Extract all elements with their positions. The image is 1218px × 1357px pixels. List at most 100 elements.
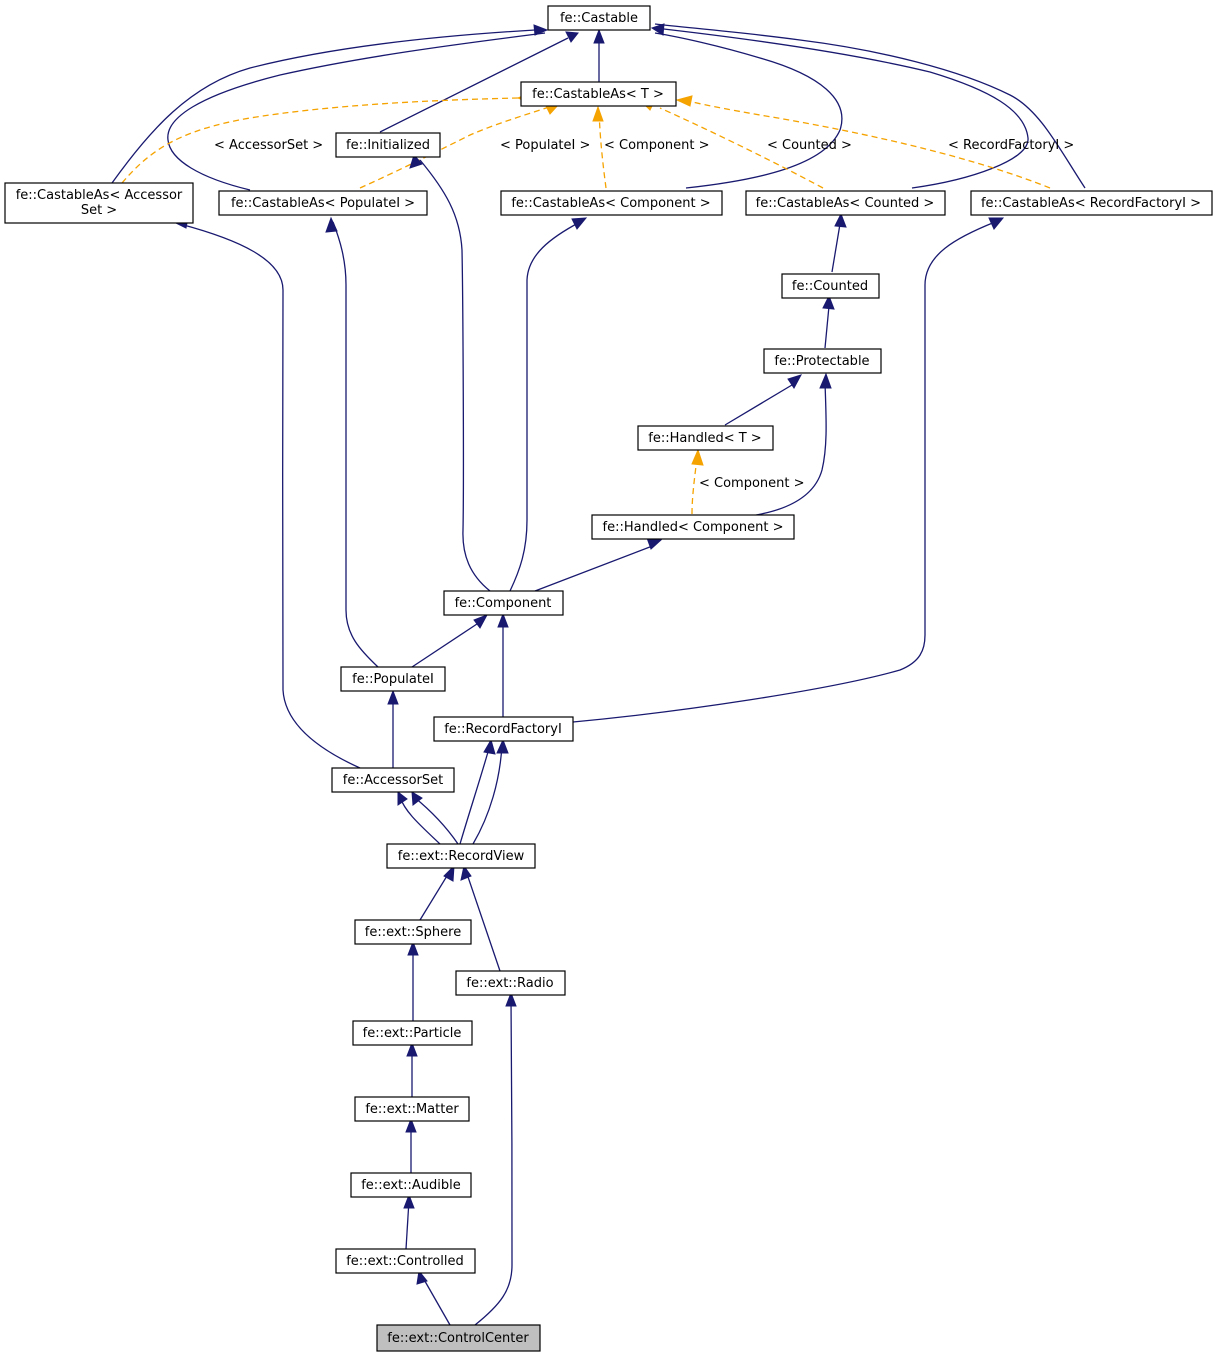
edge-castable-as-accessor-set-to-castable (111, 29, 536, 184)
node-control-center[interactable]: fe::ext::ControlCenter (376, 1324, 541, 1352)
arrowhead (988, 217, 1005, 230)
node-label: fe::Protectable (774, 354, 869, 369)
edge-initialized-to-castable (379, 37, 569, 133)
node-label: fe::CastableAs< T > (532, 87, 664, 102)
node-label: fe::ext::Audible (361, 1178, 461, 1193)
edge-label-accessor-set: < AccessorSet > (214, 138, 323, 153)
node-label: fe::Handled< Component > (603, 520, 784, 535)
edge-template-counted (659, 107, 824, 189)
arrowhead (407, 940, 419, 956)
edge-populate-i-to-castable-as-populate-i (332, 221, 379, 668)
node-castable-as-t[interactable]: fe::CastableAs< T > (520, 81, 677, 107)
arrowhead (443, 864, 455, 882)
edge-handled-component-to-handled-t (691, 457, 698, 515)
node-label: fe::Component (455, 596, 552, 611)
edge-handled-t-to-protectable (724, 381, 798, 426)
node-handled-component[interactable]: fe::Handled< Component > (591, 514, 795, 540)
edge-component-to-handled-component (534, 544, 656, 592)
node-audible[interactable]: fe::ext::Audible (350, 1172, 472, 1198)
arrowhead-dashed (675, 95, 693, 107)
arrowhead (819, 372, 832, 389)
node-particle[interactable]: fe::ext::Particle (352, 1020, 473, 1046)
edge-label-handled-component: < Component > (699, 476, 805, 491)
node-label: fe::CastableAs< Counted > (756, 196, 935, 211)
node-label: fe::ext::Radio (466, 976, 553, 991)
edge-handled-component-to-protectable (749, 381, 827, 517)
arrowhead (403, 1193, 415, 1209)
node-label: fe::Initialized (346, 138, 430, 153)
edge-template-record-factory-i (683, 99, 1051, 189)
edge-protectable-to-counted (824, 305, 830, 349)
node-label: fe::ext::ControlCenter (387, 1331, 529, 1346)
node-label: fe::AccessorSet (343, 773, 443, 788)
node-label: fe::ext::RecordView (398, 849, 525, 864)
edge-castable-as-counted-to-castable (654, 27, 1029, 189)
edge-record-factory-i-to-castable-as-record-factory-i (572, 221, 996, 723)
arrowhead (406, 1041, 418, 1057)
node-handled-t[interactable]: fe::Handled< T > (637, 425, 774, 451)
node-label: fe::CastableAs< Accessor (16, 188, 183, 203)
arrowhead (533, 24, 549, 36)
arrowhead (505, 991, 517, 1007)
node-label: fe::CastableAs< PopulateI > (231, 196, 415, 211)
arrowhead (397, 790, 408, 806)
node-matter[interactable]: fe::ext::Matter (354, 1096, 470, 1122)
node-counted[interactable]: fe::Counted (781, 273, 880, 299)
edge-component-to-castable-as-component (509, 221, 581, 592)
arrowhead (565, 31, 579, 43)
edge-radio-to-record-view (465, 870, 501, 972)
node-label: fe::ext::Matter (365, 1102, 459, 1117)
arrowhead (387, 689, 399, 705)
edge-populate-i-to-component (411, 619, 484, 668)
edge-castable-as-component-to-castable (654, 32, 843, 189)
node-controlled[interactable]: fe::ext::Controlled (335, 1248, 476, 1274)
edge-labels: < AccessorSet > < PopulateI > < Componen… (214, 138, 1074, 491)
node-castable-as-counted[interactable]: fe::CastableAs< Counted > (745, 190, 946, 216)
node-castable-as-record-factory-i[interactable]: fe::CastableAs< RecordFactoryI > (970, 190, 1213, 216)
node-label: fe::RecordFactoryI (444, 722, 562, 737)
node-label: fe::Handled< T > (648, 431, 761, 446)
edge-component-to-initialized (419, 159, 491, 592)
edge-template-populate-i (359, 104, 556, 189)
arrowhead (822, 294, 835, 310)
node-sphere[interactable]: fe::ext::Sphere (354, 919, 472, 945)
arrowhead (593, 28, 605, 44)
node-radio[interactable]: fe::ext::Radio (455, 970, 566, 996)
edge-castable-as-populate-i-to-castable (167, 32, 546, 191)
arrowhead (650, 23, 665, 36)
arrowhead (483, 738, 496, 755)
edge-label-record-factory-i: < RecordFactoryI > (948, 138, 1074, 153)
node-populate-i[interactable]: fe::PopulateI (340, 666, 446, 692)
node-component[interactable]: fe::Component (443, 590, 564, 616)
node-record-view[interactable]: fe::ext::RecordView (386, 843, 536, 869)
node-castable-as-component[interactable]: fe::CastableAs< Component > (500, 190, 723, 216)
node-label: fe::CastableAs< Component > (511, 196, 710, 211)
edge-label-component: < Component > (604, 138, 710, 153)
node-record-factory-i[interactable]: fe::RecordFactoryI (433, 716, 574, 742)
edge-record-view-to-record-factory-i-1 (459, 744, 491, 845)
edge-counted-to-castable-as-counted (831, 223, 841, 273)
node-protectable[interactable]: fe::Protectable (763, 348, 882, 374)
edge-record-view-to-accessor-set-2 (413, 796, 459, 845)
node-initialized[interactable]: fe::Initialized (335, 132, 441, 158)
edges (111, 23, 1086, 1326)
node-accessor-set[interactable]: fe::AccessorSet (331, 767, 455, 793)
node-label: fe::PopulateI (352, 672, 434, 687)
node-castable-as-accessor-set[interactable]: fe::CastableAs< Accessor Set > (4, 182, 194, 224)
node-label: fe::ext::Particle (363, 1026, 462, 1041)
arrowhead (496, 738, 509, 754)
node-castable[interactable]: fe::Castable (547, 5, 651, 31)
edge-control-center-to-controlled (421, 1275, 451, 1326)
arrowhead-dashed (592, 105, 604, 122)
arrowhead (409, 154, 423, 169)
node-label: Set > (81, 203, 117, 218)
node-label: fe::Castable (560, 11, 638, 26)
nodes: fe::Castable fe::CastableAs< T > fe::Ini… (4, 5, 1213, 1352)
arrowhead (416, 1269, 428, 1285)
edge-sphere-to-record-view (419, 870, 451, 921)
arrowhead (834, 212, 847, 228)
arrowhead (497, 612, 509, 628)
edge-castable-as-record-factory-i-to-castable (654, 23, 1086, 189)
node-castable-as-populate-i[interactable]: fe::CastableAs< PopulateI > (218, 190, 428, 216)
